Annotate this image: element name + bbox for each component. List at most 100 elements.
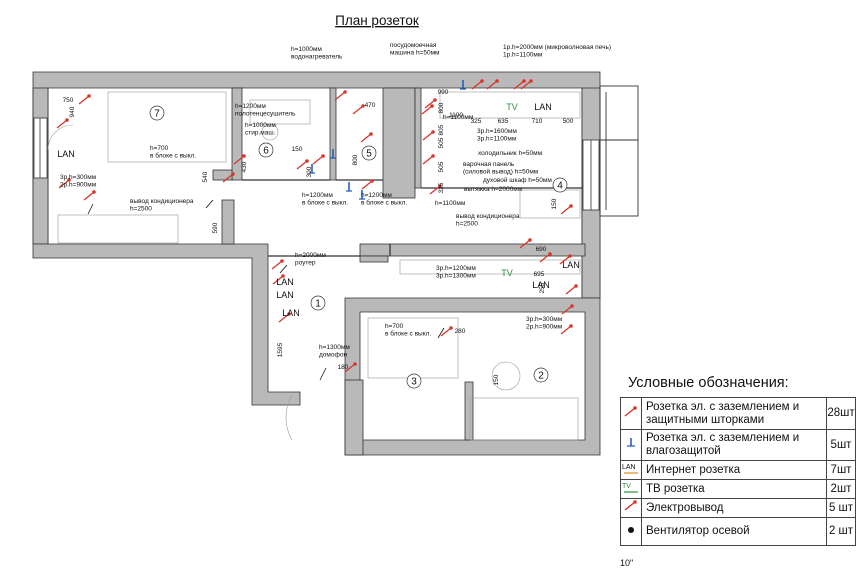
- dimension-label: 255: [539, 282, 546, 293]
- socket-symbol: [560, 324, 573, 335]
- socket-symbol: [271, 259, 284, 270]
- legend-title: Условные обозначения:: [628, 375, 789, 391]
- socket-symbol: [361, 179, 374, 190]
- room-number-7: 7: [149, 105, 165, 121]
- dimension-label: 500: [563, 118, 574, 125]
- dimension-label: 690: [536, 246, 547, 253]
- waterproof-socket-symbol: [346, 182, 352, 192]
- socket-symbol: [421, 104, 434, 115]
- dimension-label: 800: [438, 102, 445, 113]
- note-hob: варочная панель(силовой вывод) h=50мм: [463, 161, 539, 176]
- dimension-label: 325: [471, 118, 482, 125]
- svg-text:1: 1: [315, 299, 321, 310]
- legend: Условные обозначения: Розетка эл. с зазе…: [600, 370, 860, 568]
- tv-label: TV: [506, 102, 518, 112]
- dimension-label: 990: [438, 89, 449, 96]
- note-n1100: h=1100мм: [443, 114, 474, 121]
- windows: [33, 117, 600, 211]
- dimension-label: 325: [438, 182, 445, 193]
- socket-symbol: [58, 178, 71, 189]
- socket-symbol: [471, 79, 484, 90]
- socket-symbol: [222, 172, 235, 183]
- leader-line: [437, 327, 445, 339]
- svg-text:7: 7: [154, 109, 160, 120]
- dimension-label: 150: [292, 146, 303, 153]
- socket-symbol: [352, 104, 365, 115]
- lan-label: LAN: [532, 280, 550, 290]
- dimension-label: 940: [69, 106, 76, 117]
- socket-symbol: [560, 204, 573, 215]
- socket-symbol: [272, 274, 285, 285]
- socket-waterproof-icon: [620, 429, 642, 461]
- socket-symbol: [233, 154, 246, 165]
- lan-label: LAN: [534, 102, 552, 112]
- tv-label: TV: [501, 268, 513, 278]
- dimension-label: 280: [455, 328, 466, 335]
- footer-fragment: 10": [620, 558, 634, 568]
- socket-symbol: [422, 130, 435, 141]
- lan-label: LAN: [282, 308, 300, 318]
- socket-symbol: [334, 90, 347, 101]
- dimension-label: 1595: [277, 342, 284, 357]
- socket-symbol: [344, 362, 357, 373]
- legend-qty: 2 шт: [826, 517, 856, 546]
- socket-symbol: [422, 154, 435, 165]
- room-number-5: 5: [361, 145, 377, 161]
- note-fridge: холодильник h=50мм: [478, 150, 543, 157]
- power-outlet-icon: [620, 498, 642, 518]
- legend-label: Электровывод: [641, 498, 827, 518]
- plan-title: План розеток: [335, 13, 419, 28]
- legend-table: Розетка эл. с заземлением и защитными шт…: [620, 397, 856, 546]
- dimension-label: 300: [306, 166, 313, 177]
- legend-qty: 7шт: [826, 460, 856, 480]
- dimension-label: 750: [63, 97, 74, 104]
- svg-text:3: 3: [411, 377, 417, 388]
- note-microwave: 1р.h=2000мм (микроволновая печь)1р.h=110…: [503, 44, 611, 59]
- waterproof-socket-symbol: [309, 164, 315, 174]
- socket-symbol: [519, 238, 532, 249]
- note-hood: вытяжка h=2000мм: [464, 186, 523, 193]
- legend-row: Розетка эл. с заземлением и влагозащитой…: [620, 429, 856, 461]
- dimension-label: 470: [365, 102, 376, 109]
- svg-text:2: 2: [538, 371, 544, 382]
- dimension-label: 805: [438, 124, 445, 135]
- leader-line: [279, 264, 288, 274]
- socket-symbol: [424, 98, 437, 109]
- room-number-4: 4: [552, 177, 568, 193]
- dimension-label: 695: [534, 271, 545, 278]
- socket-symbol: [429, 184, 442, 195]
- walls: [32, 71, 601, 456]
- plan-symbols: [56, 79, 578, 381]
- waterproof-socket-symbol: [330, 149, 336, 159]
- socket-symbol: [360, 132, 373, 143]
- legend-label: Интернет розетка: [641, 460, 827, 480]
- svg-text:TV: TV: [622, 483, 631, 490]
- dimension-label: 505: [438, 137, 445, 148]
- socket-shutter-icon: [620, 397, 642, 430]
- dimension-label: 505: [438, 161, 445, 172]
- socket-symbol: [539, 252, 552, 263]
- legend-label: Розетка эл. с заземлением и защитными шт…: [641, 397, 827, 430]
- waterproof-socket-symbol: [359, 190, 365, 200]
- room-number-6: 6: [258, 142, 274, 158]
- dimension-label: 430: [241, 161, 248, 172]
- dimension-label: 150: [551, 198, 558, 209]
- dimension-label: 800: [352, 154, 359, 165]
